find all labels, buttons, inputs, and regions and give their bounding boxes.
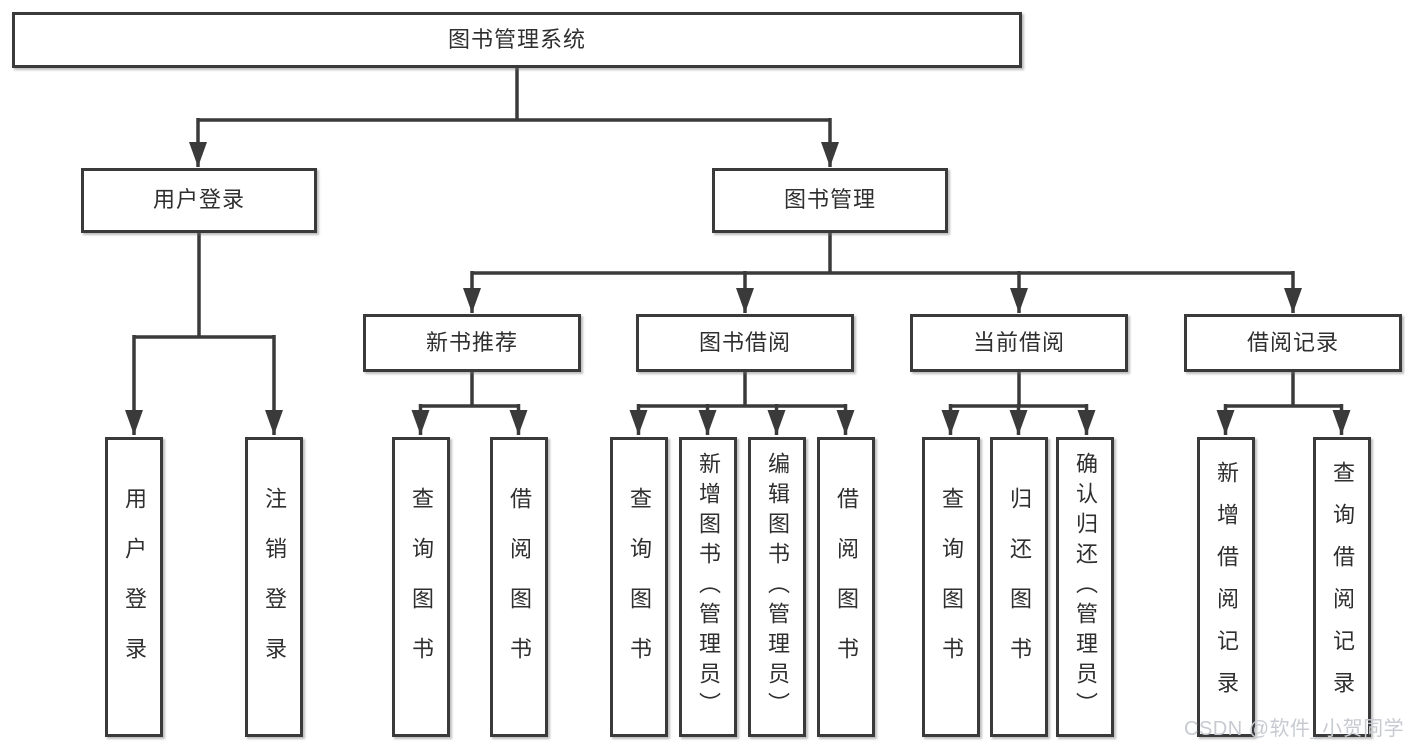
node-book-borrowing: 图书借阅 <box>636 314 854 372</box>
node-label: 查询借阅记录 <box>1330 461 1355 713</box>
node-label: 新增图书（管理员） <box>696 452 721 722</box>
node-label: 用户登录 <box>122 487 147 687</box>
leaf-confirm-return-admin: 确认归还（管理员） <box>1056 437 1114 737</box>
leaf-user-login: 用户登录 <box>105 437 163 737</box>
leaf-borrow-books-borrow: 借阅图书 <box>817 437 875 737</box>
leaf-borrow-books-newbook: 借阅图书 <box>490 437 548 737</box>
leaf-logout: 注销登录 <box>245 437 303 737</box>
leaf-add-borrow-record: 新增借阅记录 <box>1197 437 1255 737</box>
leaf-query-books-borrow: 查询图书 <box>610 437 668 737</box>
node-label: 图书管理系统 <box>447 26 586 52</box>
node-borrowing-records: 借阅记录 <box>1184 314 1402 372</box>
node-label: 查询图书 <box>409 487 434 687</box>
leaf-edit-books-admin: 编辑图书（管理员） <box>748 437 806 737</box>
node-label: 用户登录 <box>152 187 245 213</box>
node-label: 确认归还（管理员） <box>1073 452 1098 722</box>
watermark-text: CSDN @软件_小贺同学 <box>1184 718 1405 740</box>
leaf-add-books-admin: 新增图书（管理员） <box>679 437 737 737</box>
node-user-login: 用户登录 <box>81 168 317 233</box>
leaf-query-borrow-record: 查询借阅记录 <box>1313 437 1371 737</box>
node-book-management: 图书管理 <box>712 168 948 233</box>
node-label: 归还图书 <box>1007 487 1032 687</box>
node-label: 查询图书 <box>627 487 652 687</box>
node-label: 查询图书 <box>939 487 964 687</box>
node-label: 当前借阅 <box>972 329 1065 355</box>
leaf-query-books-newbook: 查询图书 <box>392 437 450 737</box>
node-label: 编辑图书（管理员） <box>765 452 790 722</box>
node-label: 图书借阅 <box>698 329 791 355</box>
node-current-borrowing: 当前借阅 <box>910 314 1128 372</box>
node-label: 借阅记录 <box>1246 329 1339 355</box>
node-label: 图书管理 <box>783 187 876 213</box>
node-label: 借阅图书 <box>507 487 532 687</box>
leaf-query-books-current: 查询图书 <box>922 437 980 737</box>
node-label: 新书推荐 <box>425 329 518 355</box>
node-new-book-recommendation: 新书推荐 <box>363 314 581 372</box>
node-label: 新增借阅记录 <box>1214 461 1239 713</box>
leaf-return-books: 归还图书 <box>990 437 1048 737</box>
node-label: 注销登录 <box>262 487 287 687</box>
node-label: 借阅图书 <box>834 487 859 687</box>
node-library-management-system: 图书管理系统 <box>12 12 1022 68</box>
